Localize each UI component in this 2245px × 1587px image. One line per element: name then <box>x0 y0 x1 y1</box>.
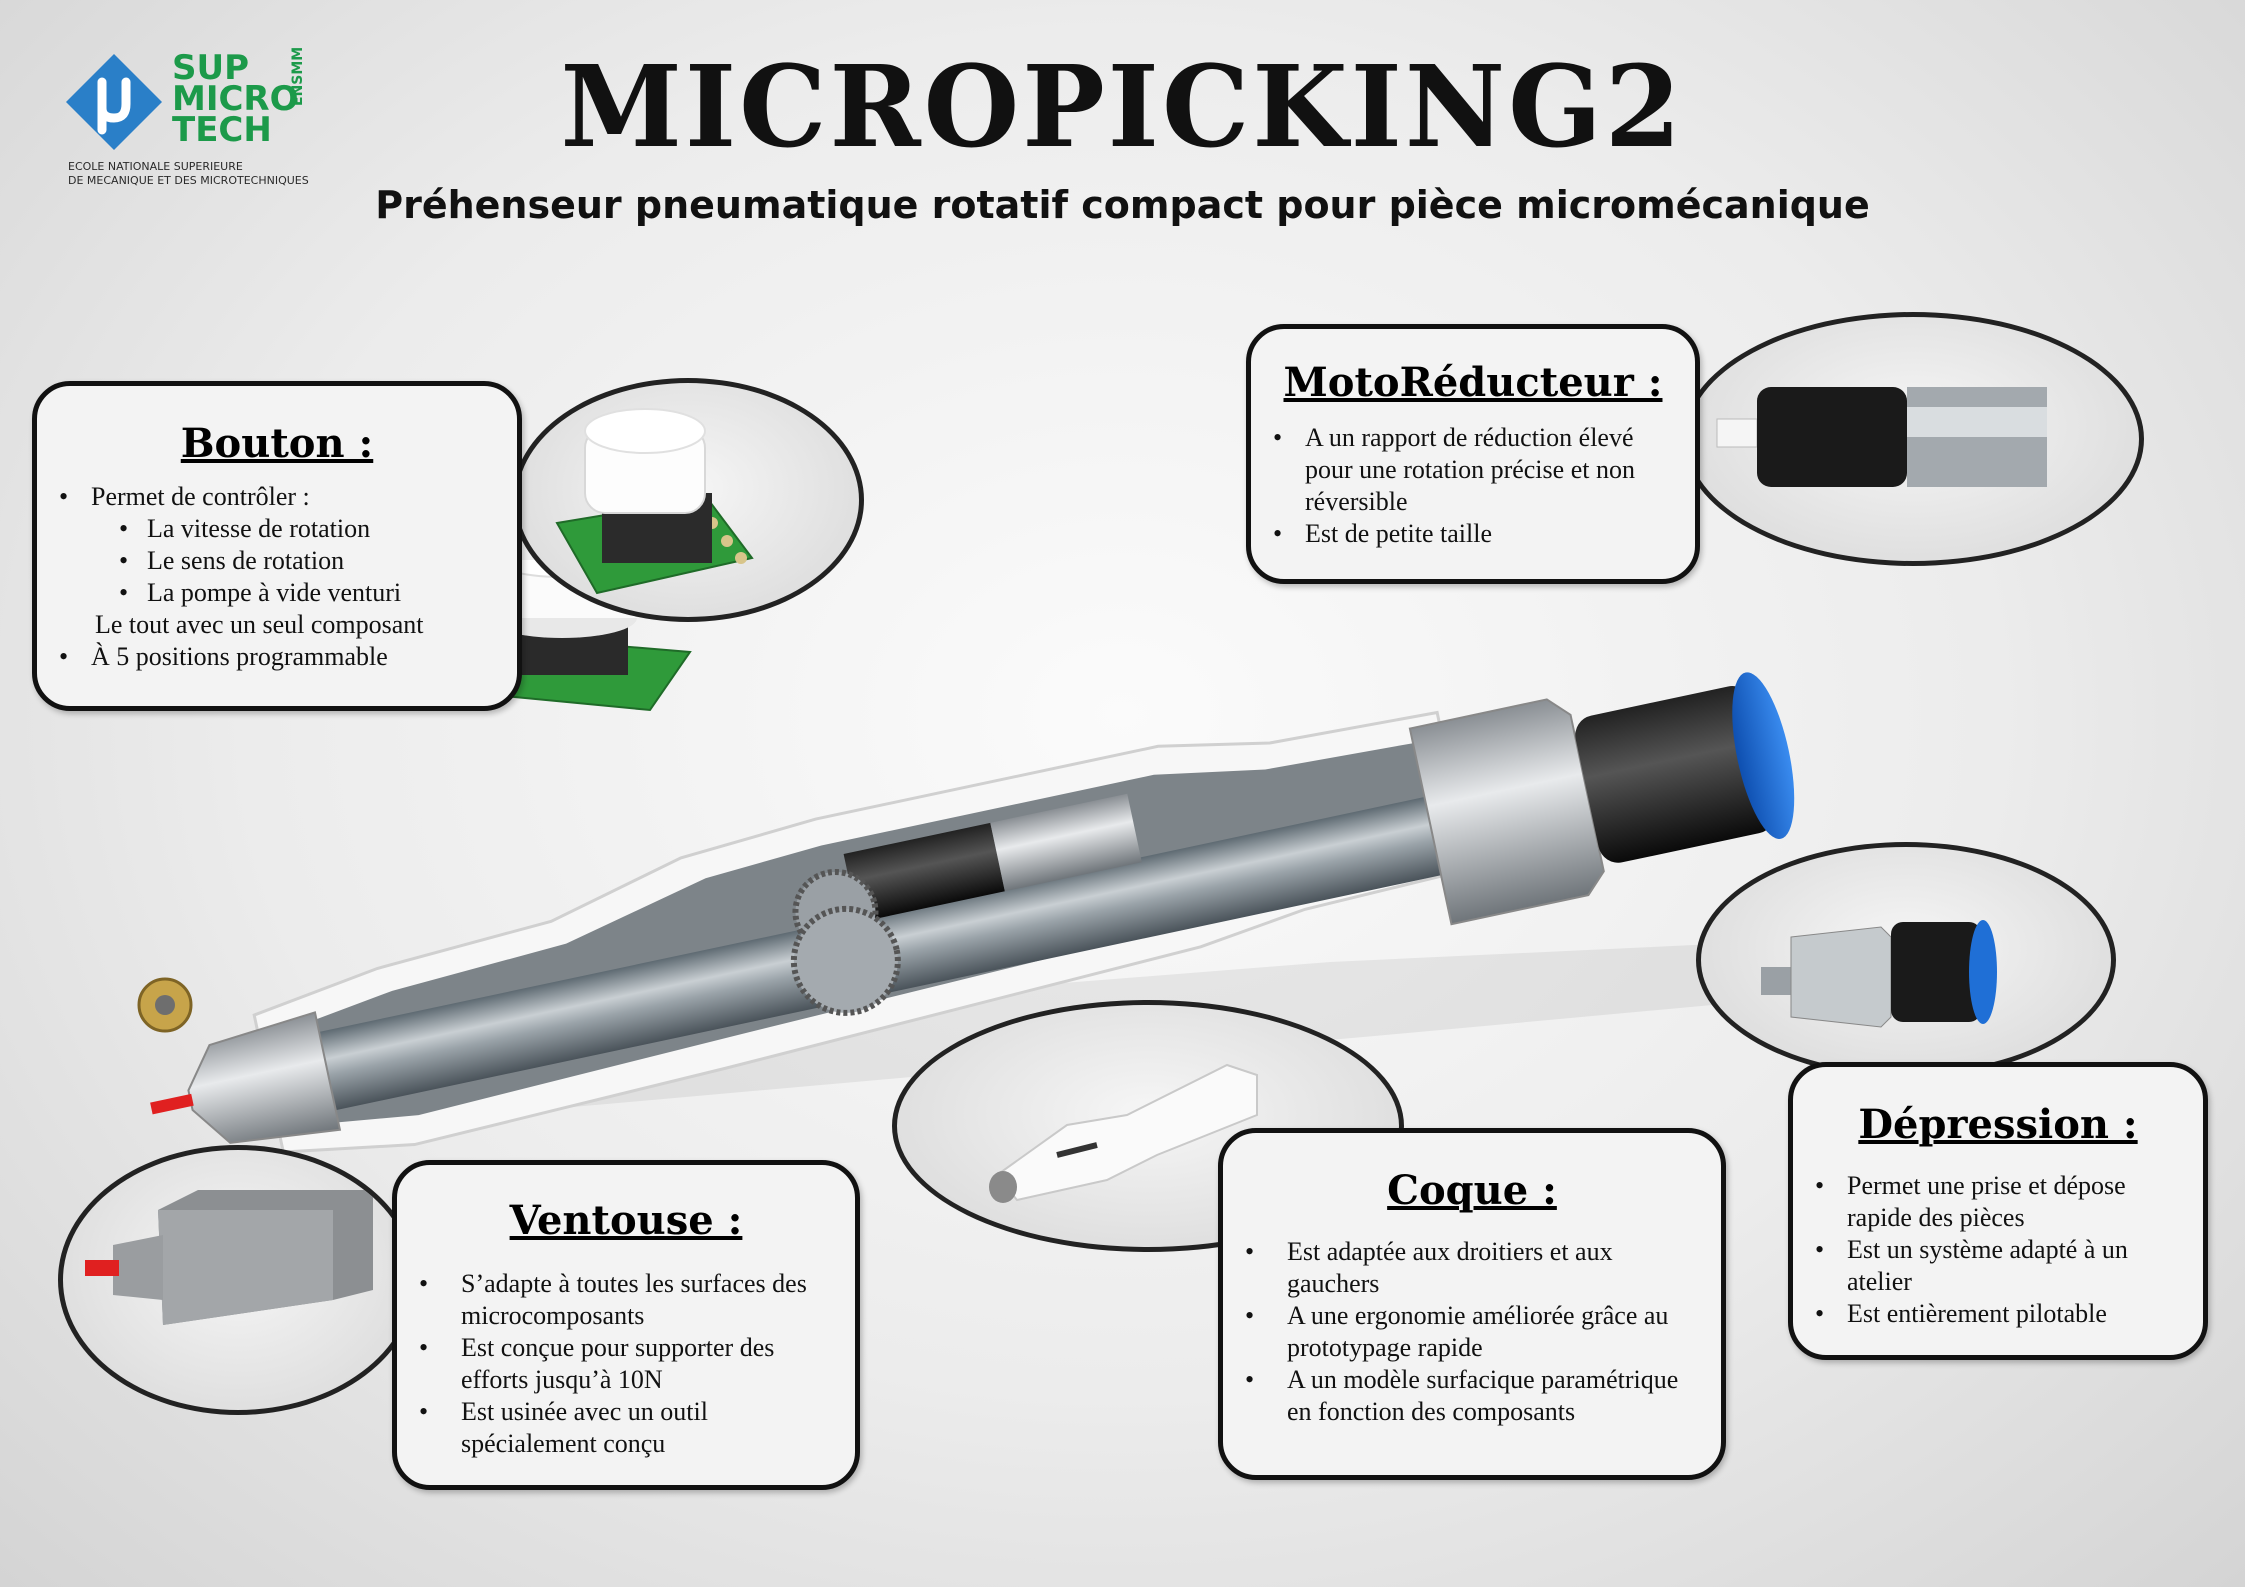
coque-box: Coque : Est adaptée aux droitiers et aux… <box>1218 1128 1726 1480</box>
bouton-item-1: Permet de contrôler : <box>37 481 517 513</box>
ventouse-item-2: Est conçue pour supporter des efforts ju… <box>397 1332 835 1396</box>
logo-subtitle: ECOLE NATIONALE SUPERIEURE DE MECANIQUE … <box>68 160 368 188</box>
ventouse-item-3: Est usinée avec un outil spécialement co… <box>397 1396 835 1460</box>
depression-item-1: Permet une prise et dépose rapide des pi… <box>1793 1170 2187 1234</box>
vacuum-fitting-icon <box>1761 920 1997 1028</box>
moto-heading: MotoRéducteur : <box>1283 359 1663 406</box>
logo-sub-line1: ECOLE NATIONALE SUPERIEURE <box>68 160 243 173</box>
bouton-box: Bouton : Permet de contrôler : La vitess… <box>32 381 522 711</box>
page-title-text: MICROPICKING2 <box>560 42 1685 173</box>
depression-heading: Dépression : <box>1858 1101 2138 1148</box>
coque-item-1: Est adaptée aux droitiers et aux gaucher… <box>1223 1236 1695 1300</box>
depression-list: Permet une prise et dépose rapide des pi… <box>1793 1170 2203 1330</box>
coque-item-3: A un modèle surfacique paramétrique en f… <box>1223 1364 1695 1428</box>
ventouse-box: Ventouse : S’adapte à toutes les surface… <box>392 1160 860 1490</box>
logo-line-micro: MICRO <box>172 79 299 119</box>
ventouse-inset <box>58 1145 418 1415</box>
bouton-sub-2: Le sens de rotation <box>37 545 517 577</box>
bouton-heading: Bouton : <box>180 420 374 467</box>
page-title: MICROPICKING2 <box>0 42 2245 173</box>
logo-sub-line2: DE MECANIQUE ET DES MICROTECHNIQUES <box>68 174 309 187</box>
bouton-sub-1: La vitesse de rotation <box>37 513 517 545</box>
suction-tip-icon <box>85 1190 373 1325</box>
motoreducteur-box: MotoRéducteur : A un rapport de réductio… <box>1246 324 1700 584</box>
coque-list: Est adaptée aux droitiers et aux gaucher… <box>1223 1236 1721 1428</box>
button-component-icon <box>555 408 754 595</box>
logo-mark-icon <box>66 54 162 150</box>
logo-line-sup: SUP <box>172 48 250 88</box>
page-subtitle: Préhenseur pneumatique rotatif compact p… <box>375 183 1870 227</box>
depression-item-3: Est entièrement pilotable <box>1793 1298 2187 1330</box>
bouton-sub-3: La pompe à vide venturi <box>37 577 517 609</box>
moto-item-1: A un rapport de réduction élevé pour une… <box>1251 422 1655 518</box>
depression-inset <box>1696 842 2116 1078</box>
bouton-list: Permet de contrôler : La vitesse de rota… <box>37 481 517 673</box>
ventouse-list: S’adapte à toutes les surfaces des micro… <box>397 1268 855 1460</box>
shell-component-icon <box>989 1063 1258 1203</box>
motoreducteur-inset <box>1682 312 2144 566</box>
ventouse-heading: Ventouse : <box>509 1197 743 1244</box>
bouton-inset <box>512 378 864 622</box>
moto-list: A un rapport de réduction élevé pour une… <box>1251 422 1695 550</box>
depression-box: Dépression : Permet une prise et dépose … <box>1788 1062 2208 1360</box>
moto-item-2: Est de petite taille <box>1251 518 1655 550</box>
coque-heading: Coque : <box>1387 1167 1557 1214</box>
motor-component-icon <box>1716 387 2047 487</box>
depression-item-2: Est un système adapté à un atelier <box>1793 1234 2187 1298</box>
ventouse-item-1: S’adapte à toutes les surfaces des micro… <box>397 1268 835 1332</box>
bouton-item-2: À 5 positions programmable <box>37 641 517 673</box>
ensmm-logo: SUP MICRO TECH ENSMM ECOLE NATIONALE SUP… <box>64 47 324 202</box>
bouton-note: Le tout avec un seul composant <box>95 610 424 639</box>
coque-item-2: A une ergonomie améliorée grâce au proto… <box>1223 1300 1695 1364</box>
logo-line-tech: TECH <box>172 110 272 150</box>
